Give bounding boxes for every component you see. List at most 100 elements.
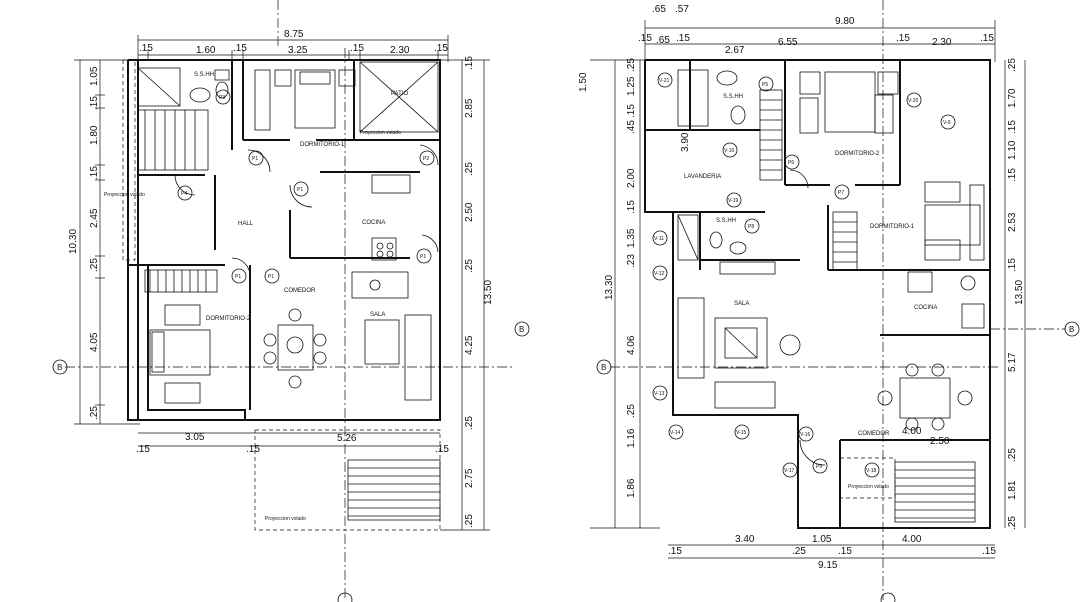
right-room-bath1: S.S.HH	[723, 94, 743, 100]
right-dim-left-2: 1.25	[626, 76, 637, 96]
right-dim-left-9: 4.06	[626, 335, 637, 355]
axis-bubble-left-south	[337, 592, 353, 602]
right-dim-bottom-6: 4.00	[902, 534, 922, 545]
left-door-tag-2: P1	[252, 156, 258, 162]
right-dim-right-6: 2.53	[1007, 212, 1018, 232]
right-dim-left-12: 1.86	[626, 478, 637, 498]
right-room-comedor: COMEDOR	[858, 431, 890, 437]
right-window-tag-v11: V-11	[654, 236, 664, 242]
axis-bubble-left-west	[52, 359, 68, 375]
axis-bubble-right-east	[1064, 321, 1080, 337]
left-floor-plan: 8.75 .15 1.60 .15 3.25 .15 2.30 .15 1.05…	[68, 29, 494, 531]
left-dim-bottom-1: 3.05	[185, 432, 205, 443]
right-dim-right-8: 5.17	[1007, 352, 1018, 372]
left-dim-bottom-small-1: .15	[136, 444, 150, 455]
left-dim-left-4: .15	[89, 166, 100, 180]
right-door-tag-p8: P8	[748, 224, 754, 230]
left-note-proj-3: Proyeccion volado	[265, 516, 306, 522]
right-dim-right-4: 1.10	[1007, 140, 1018, 160]
right-room-bath2: S.S.HH	[716, 218, 736, 224]
axis-label-left-east: B	[519, 325, 524, 334]
right-dim-right-5: .15	[1007, 168, 1018, 182]
right-dim-bottom-5: .15	[838, 546, 852, 557]
left-dim-right-8: 2.75	[464, 468, 475, 488]
left-dim-top-4: 3.25	[288, 45, 308, 56]
left-dim-right-6: 4.25	[464, 335, 475, 355]
right-door-tag-p6: P6	[788, 160, 794, 166]
right-dim-top-2: .65	[656, 35, 670, 46]
right-window-tag-v12: V-12	[654, 271, 665, 277]
right-dim-top-extra-2: .57	[675, 4, 689, 15]
right-door-tag-p7: P7	[838, 190, 844, 196]
right-room-dorm2: DORMITORIO-2	[835, 151, 880, 157]
right-dim-top-4: 2.67	[725, 45, 745, 56]
left-dim-bottom-small-3: .15	[435, 444, 449, 455]
left-dim-left-1: 1.05	[89, 66, 100, 86]
right-window-tag-v15: V-15	[736, 430, 747, 436]
right-dim-right-2: 1.70	[1007, 88, 1018, 108]
right-dim-left-7: 1.35	[626, 228, 637, 248]
right-dim-top-7: 2.30	[932, 37, 952, 48]
right-window-tag-v18: V-18	[866, 468, 877, 474]
left-dim-right-9: .25	[464, 514, 475, 528]
left-room-dorm1: DORMITORIO-1	[300, 142, 345, 148]
right-door-tag-p5: P5	[762, 82, 768, 88]
right-dim-bottom-7: .15	[982, 546, 996, 557]
right-dim-left-10: .25	[626, 404, 637, 418]
right-dim-right-3: .15	[1007, 120, 1018, 134]
right-window-tag-v13: V-13	[654, 391, 665, 397]
right-floor-plan: .65 .57 9.80 .15 .65 .15 2.67 6.55 .15 2…	[578, 4, 1026, 571]
left-note-proj-2: Proyeccion volado	[104, 192, 145, 198]
left-door-tag-4: P4	[181, 191, 187, 197]
axis-bubble-right-west	[596, 359, 612, 375]
left-dim-left-8: .25	[89, 406, 100, 420]
left-door-tag-6: P1	[420, 254, 426, 260]
right-door-tag-p9: P9	[816, 464, 822, 470]
right-window-tag-v19: V-19	[728, 198, 739, 204]
right-dim-bottom-3: .25	[792, 546, 806, 557]
left-note-proj-1: Proyeccion volado	[360, 130, 401, 136]
left-dim-top-5: .15	[350, 43, 364, 54]
right-dim-inner-3: 3.90	[680, 132, 691, 152]
right-dim-bottom-4: 1.05	[812, 534, 832, 545]
left-room-hall: HALL	[238, 221, 254, 227]
axis-label-left-west: B	[57, 363, 62, 372]
left-room-bath: S.S.HH	[194, 72, 214, 78]
right-window-tag-v14: V-14	[670, 430, 681, 436]
right-dim-top-total: 9.80	[835, 16, 855, 27]
left-dim-left-6: .25	[89, 258, 100, 272]
left-dim-right-3: .25	[464, 162, 475, 176]
right-dim-bottom-2: 3.40	[735, 534, 755, 545]
right-dim-left-3: .15	[626, 104, 637, 118]
right-dim-right-11: .25	[1007, 516, 1018, 530]
right-dim-right-10: 1.81	[1007, 480, 1018, 500]
right-dim-top-1: .15	[638, 33, 652, 44]
right-dim-inner-1: 4.00	[902, 426, 922, 437]
right-dim-top-6: .15	[896, 33, 910, 44]
right-room-sala: SALA	[734, 301, 749, 307]
left-dim-right-2: 2.85	[464, 98, 475, 118]
right-dim-left-outer: 1.50	[578, 72, 589, 92]
left-room-comedor: COMEDOR	[284, 288, 316, 294]
left-dim-right-7: .25	[464, 416, 475, 430]
right-dim-inner-2: 2.50	[930, 436, 950, 447]
right-dim-right-7: .15	[1007, 258, 1018, 272]
right-room-dorm1: DORMITORIO-1	[870, 224, 915, 230]
right-dim-bottom-total: 9.15	[818, 560, 838, 571]
left-door-tag-3: P2	[423, 156, 429, 162]
axis-bubble-right-south	[880, 592, 896, 602]
right-dim-right-9: .25	[1007, 448, 1018, 462]
left-room-cocina: COCINA	[362, 220, 385, 226]
left-dim-left-2: .15	[89, 96, 100, 110]
left-dim-top-7: .15	[434, 43, 448, 54]
left-dim-left-total: 10.30	[68, 229, 79, 254]
left-dim-top-6: 2.30	[390, 45, 410, 56]
left-dim-top-1: .15	[139, 43, 153, 54]
right-window-tag-v17: V-17	[784, 468, 795, 474]
right-dim-left-1: .25	[626, 58, 637, 72]
left-dim-right-total: 13.50	[483, 280, 494, 305]
right-dim-bottom-1: .15	[668, 546, 682, 557]
right-dim-top-3: .15	[676, 33, 690, 44]
left-dim-top-2: 1.60	[196, 45, 216, 56]
